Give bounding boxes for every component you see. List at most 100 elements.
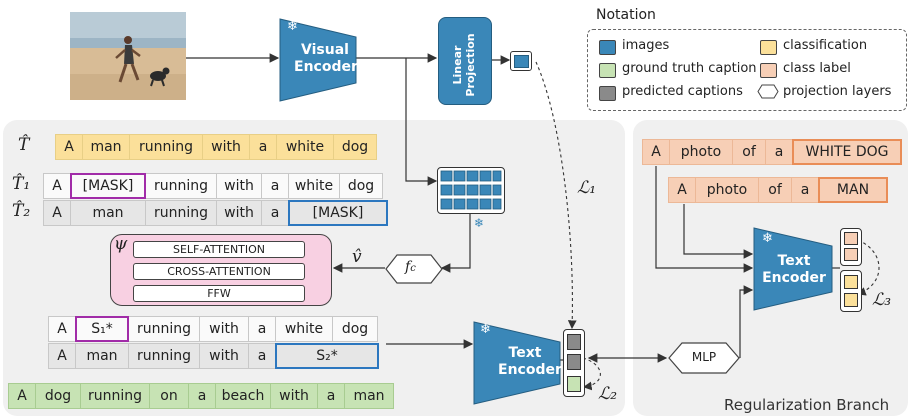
snowflake-icon: ❄ <box>287 19 298 34</box>
reg2-token: a <box>791 177 819 203</box>
visual-encoder-label: Visual Encoder <box>294 42 358 75</box>
images-swatch <box>599 40 616 55</box>
gt-token: A <box>8 383 36 409</box>
t-hat-token: white <box>276 134 334 160</box>
t-hat-token: running <box>129 134 203 160</box>
snowflake-icon: ❄ <box>480 322 491 337</box>
t-hat-token: dog <box>333 134 377 160</box>
hexagon-icon <box>757 84 779 99</box>
s2-token: a <box>248 343 276 369</box>
reg-output-tokens-bottom <box>840 270 862 312</box>
t1-mask-token: [MASK] <box>70 173 146 199</box>
t2-token: a <box>261 200 289 226</box>
ffw-layer: FFW <box>133 285 305 302</box>
s2-caption: A man running with a S₂* <box>48 343 379 369</box>
loss-2-label: ℒ₂ <box>598 384 618 404</box>
gt-token: a <box>317 383 345 409</box>
text-encoder-main <box>473 321 561 405</box>
self-attention-layer: SELF-ATTENTION <box>133 241 305 258</box>
t-hat-label: T̂ <box>18 135 30 155</box>
visual-encoder <box>279 18 357 102</box>
psi-module: SELF-ATTENTION CROSS-ATTENTION FFW <box>110 234 332 306</box>
reg1-token: photo <box>669 139 733 165</box>
t1-token: A <box>43 173 71 199</box>
reg1-token: A <box>642 139 670 165</box>
reg2-token: photo <box>695 177 759 203</box>
gt-token: beach <box>215 383 271 409</box>
s1-token: A <box>48 316 76 342</box>
t2-token: man <box>70 200 146 226</box>
t-hat-2-caption: A man running with a [MASK] <box>43 200 388 226</box>
s1-token: running <box>128 316 200 342</box>
gt-token: man <box>344 383 394 409</box>
psi-label: ψ <box>114 234 128 254</box>
t2-token: A <box>43 200 71 226</box>
visual-feature-grid <box>437 167 505 214</box>
image-token <box>510 51 532 71</box>
t2-token: running <box>145 200 217 226</box>
linear-projection-label: Linear Projection <box>451 33 477 97</box>
t-hat-1-label: T̂₁ <box>12 174 31 194</box>
text-encoder-reg <box>753 227 833 311</box>
snowflake-icon: ❄ <box>474 216 485 230</box>
notation-projection: projection layers <box>783 84 892 99</box>
t1-token: dog <box>339 173 383 199</box>
reg1-token: a <box>765 139 793 165</box>
linear-projection <box>438 17 492 105</box>
class-label-swatch <box>760 63 777 78</box>
regularization-branch-label: Regularization Branch <box>724 396 890 414</box>
cross-attention-layer: CROSS-ATTENTION <box>133 263 305 280</box>
s1-token: white <box>275 316 333 342</box>
reg-caption-1: A photo of a WHITE DOG <box>642 139 902 165</box>
t2-mask-token: [MASK] <box>288 200 388 226</box>
mlp-label: MLP <box>691 350 717 364</box>
text-encoder-reg-label: Text Encoder <box>762 253 826 286</box>
ground-truth-caption: A dog running on a beach with a man <box>8 383 394 409</box>
s2-token: man <box>75 343 129 369</box>
s2-token: running <box>128 343 200 369</box>
reg1-class-label: WHITE DOG <box>792 139 902 165</box>
fc-projection-hexagon <box>385 254 443 284</box>
classification-swatch <box>760 40 777 55</box>
reg2-class-label: MAN <box>818 177 888 203</box>
fc-subscript: c <box>410 263 416 274</box>
t2-token: with <box>216 200 262 226</box>
t-hat-token: A <box>55 134 83 160</box>
s1-token: dog <box>332 316 378 342</box>
main-output-tokens <box>563 329 585 397</box>
s2-token: A <box>48 343 76 369</box>
notation-box: images ground truth caption predicted ca… <box>587 29 907 111</box>
fc-label: fc <box>405 259 416 275</box>
predicted-swatch <box>599 86 616 101</box>
t1-token: with <box>216 173 262 199</box>
t-hat-token: man <box>82 134 130 160</box>
snowflake-icon: ❄ <box>762 231 773 246</box>
t-hat-token: a <box>249 134 277 160</box>
t-hat-1-caption: A [MASK] running with a white dog <box>43 173 383 199</box>
t1-token: a <box>261 173 289 199</box>
s1-caption: A S₁* running with a white dog <box>48 316 378 342</box>
s1-pseudo-token: S₁* <box>75 316 129 342</box>
reg-caption-2: A photo of a MAN <box>668 177 888 203</box>
t-hat-token: with <box>202 134 250 160</box>
reg1-token: of <box>732 139 766 165</box>
notation-images: images <box>622 38 670 53</box>
s2-token: with <box>199 343 249 369</box>
reg-output-tokens-top <box>840 228 862 266</box>
s2-pseudo-token: S₂* <box>275 343 379 369</box>
loss-3-label: ℒ₃ <box>872 290 892 310</box>
fc-symbol: f <box>405 259 411 275</box>
t1-token: running <box>145 173 217 199</box>
loss-1-label: ℒ₁ <box>577 178 597 198</box>
notation-ground-truth: ground truth caption <box>622 61 757 76</box>
notation-classification: classification <box>783 38 868 53</box>
t-hat-caption: A man running with a white dog <box>55 134 377 160</box>
notation-class-label: class label <box>783 61 851 76</box>
v-hat-label: v̂ <box>352 247 362 267</box>
s1-token: with <box>199 316 249 342</box>
text-encoder-main-label: Text Encoder <box>498 345 562 378</box>
gt-token: on <box>149 383 189 409</box>
input-photo <box>70 12 186 100</box>
t-hat-2-label: T̂₂ <box>12 201 31 221</box>
